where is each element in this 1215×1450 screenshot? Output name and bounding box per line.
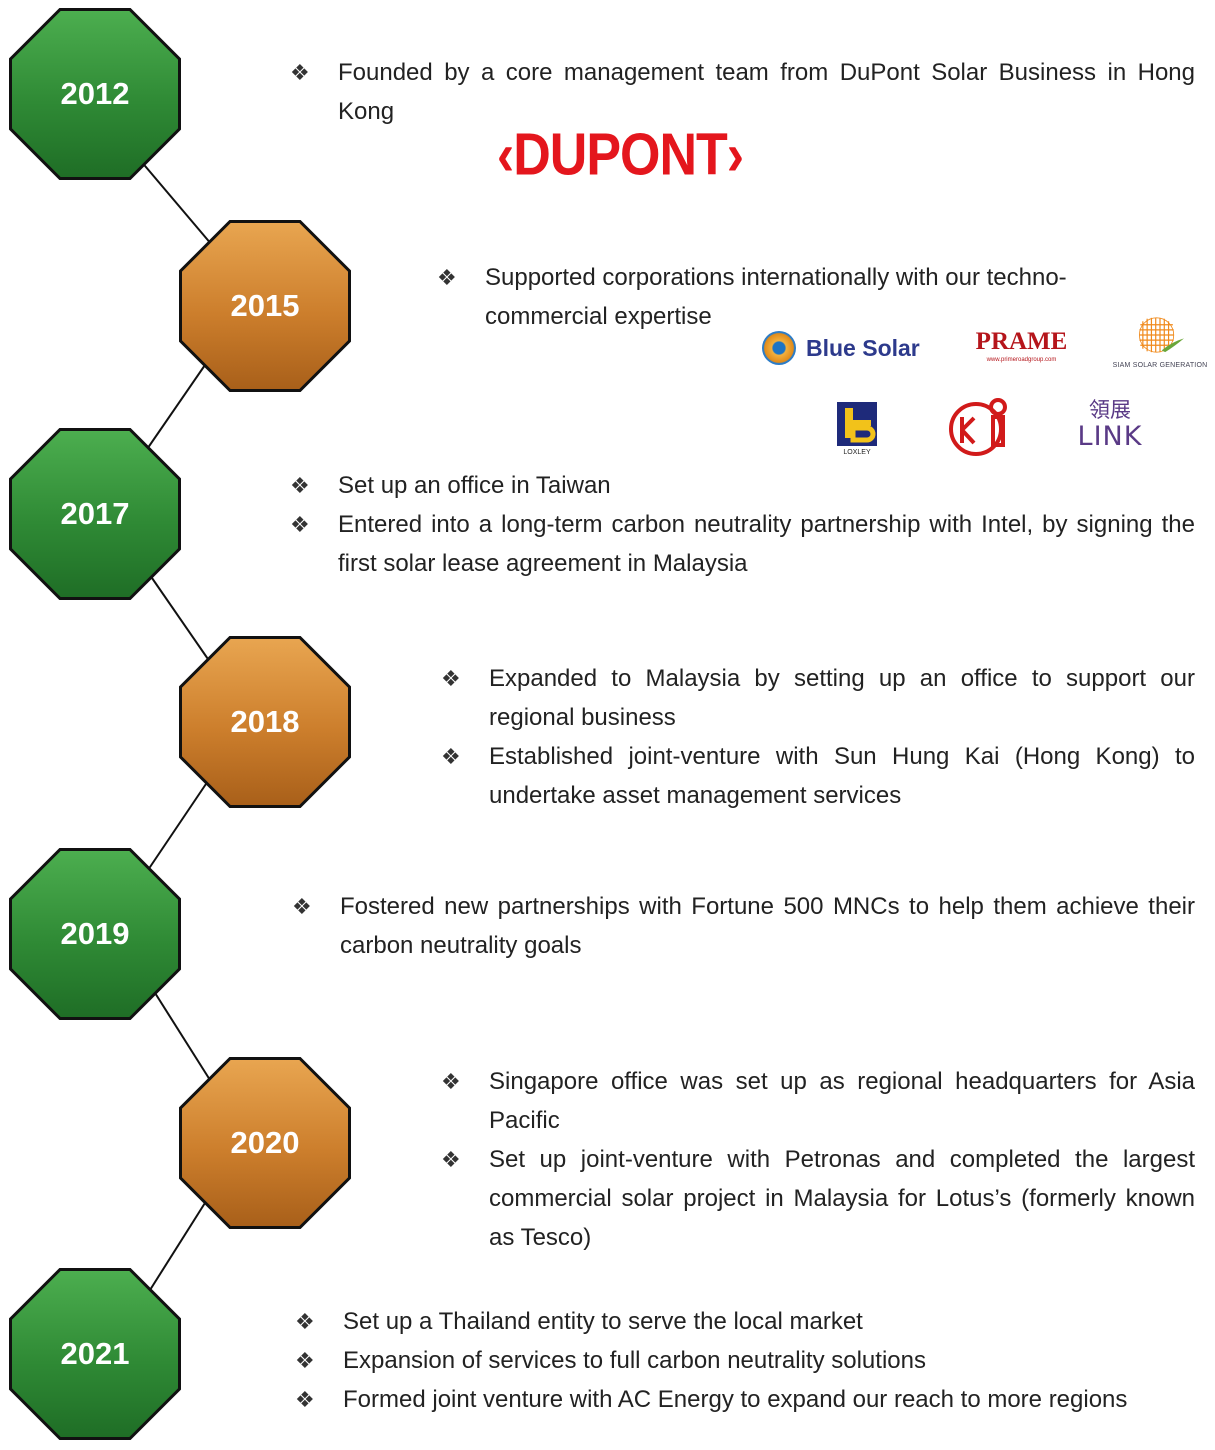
bullet-icon: ❖ (295, 1348, 315, 1373)
bullet-icon: ❖ (441, 744, 461, 769)
year-label-2018: 2018 (182, 639, 348, 805)
bullets-2021: ❖Set up a Thailand entity to serve the l… (295, 1302, 1195, 1419)
year-label-2015: 2015 (182, 223, 348, 389)
ki-icon (949, 398, 1007, 456)
bullet-icon: ❖ (441, 1147, 461, 1172)
year-octagon-2012: 2012 (9, 8, 181, 180)
connector-2012-2015 (139, 159, 213, 246)
list-item: ❖Established joint-venture with Sun Hung… (441, 737, 1195, 815)
bullets-2019: ❖Fostered new partnerships with Fortune … (292, 887, 1195, 965)
bullet-icon: ❖ (295, 1309, 315, 1334)
list-item: ❖Fostered new partnerships with Fortune … (292, 887, 1195, 965)
ki-logo (946, 395, 1024, 457)
loxley-logo: LOXLEY (835, 400, 891, 456)
loxley-icon: LOXLEY (837, 402, 877, 456)
list-item: ❖Expansion of services to full carbon ne… (295, 1341, 1195, 1380)
bullets-2020: ❖Singapore office was set up as regional… (441, 1062, 1195, 1257)
connector-2019-2020 (149, 984, 211, 1081)
year-octagon-2018: 2018 (179, 636, 351, 808)
blue-solar-logo: Blue Solar (762, 328, 937, 368)
list-item: ❖Set up a Thailand entity to serve the l… (295, 1302, 1195, 1341)
bullet-icon: ❖ (290, 473, 310, 498)
year-label-2019: 2019 (12, 851, 178, 1017)
siam-sun-icon (1139, 317, 1184, 353)
connector-2020-2021 (149, 1194, 211, 1291)
prime-logo: PRAME www.primeroadgroup.com (975, 328, 1068, 363)
bullets-2017: ❖Set up an office in Taiwan ❖Entered int… (290, 466, 1195, 583)
year-octagon-2017: 2017 (9, 428, 181, 600)
year-octagon-2019: 2019 (9, 848, 181, 1020)
link-logo: 領展 LINK (1077, 398, 1143, 452)
year-label-2020: 2020 (182, 1060, 348, 1226)
dupont-logo: ‹DUPONT› (496, 121, 744, 189)
year-label-2012: 2012 (12, 11, 178, 177)
connector-2018-2019 (147, 777, 211, 871)
list-item: ❖Singapore office was set up as regional… (441, 1062, 1195, 1140)
year-octagon-2020: 2020 (179, 1057, 351, 1229)
list-item: ❖Supported corporations internationally … (437, 258, 1195, 336)
bullet-icon: ❖ (441, 1069, 461, 1094)
year-label-2017: 2017 (12, 431, 178, 597)
bullet-icon: ❖ (441, 666, 461, 691)
list-item: ❖Entered into a long-term carbon neutral… (290, 505, 1195, 583)
bullet-icon: ❖ (292, 894, 312, 919)
list-item: ❖Formed joint venture with AC Energy to … (295, 1380, 1195, 1419)
bullet-icon: ❖ (290, 512, 310, 537)
list-item: ❖Set up an office in Taiwan (290, 466, 1195, 505)
year-octagon-2015: 2015 (179, 220, 351, 392)
bullets-2018: ❖Expanded to Malaysia by setting up an o… (441, 659, 1195, 815)
list-item: ❖Expanded to Malaysia by setting up an o… (441, 659, 1195, 737)
bullet-icon: ❖ (437, 265, 457, 290)
svg-text:LOXLEY: LOXLEY (843, 449, 871, 456)
bullets-2015: ❖Supported corporations internationally … (437, 258, 1195, 336)
year-label-2021: 2021 (12, 1271, 178, 1437)
blue-solar-icon (762, 331, 796, 365)
list-item: ❖Founded by a core management team from … (290, 53, 1195, 131)
year-octagon-2021: 2021 (9, 1268, 181, 1440)
bullets-2012: ❖Founded by a core management team from … (290, 53, 1195, 131)
bullet-icon: ❖ (295, 1387, 315, 1412)
bullet-icon: ❖ (290, 60, 310, 85)
list-item: ❖Set up joint-venture with Petronas and … (441, 1140, 1195, 1257)
connector-2015-2017 (142, 364, 206, 456)
connector-2017-2018 (142, 564, 211, 663)
siam-solar-logo: SIAM SOLAR GENERATION (1110, 313, 1210, 373)
